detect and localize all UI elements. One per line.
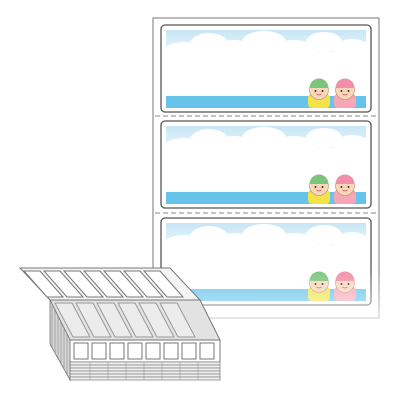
label-1 [160,24,372,113]
label-2 [160,120,372,209]
fanfold-label-stack-icon [18,267,221,382]
